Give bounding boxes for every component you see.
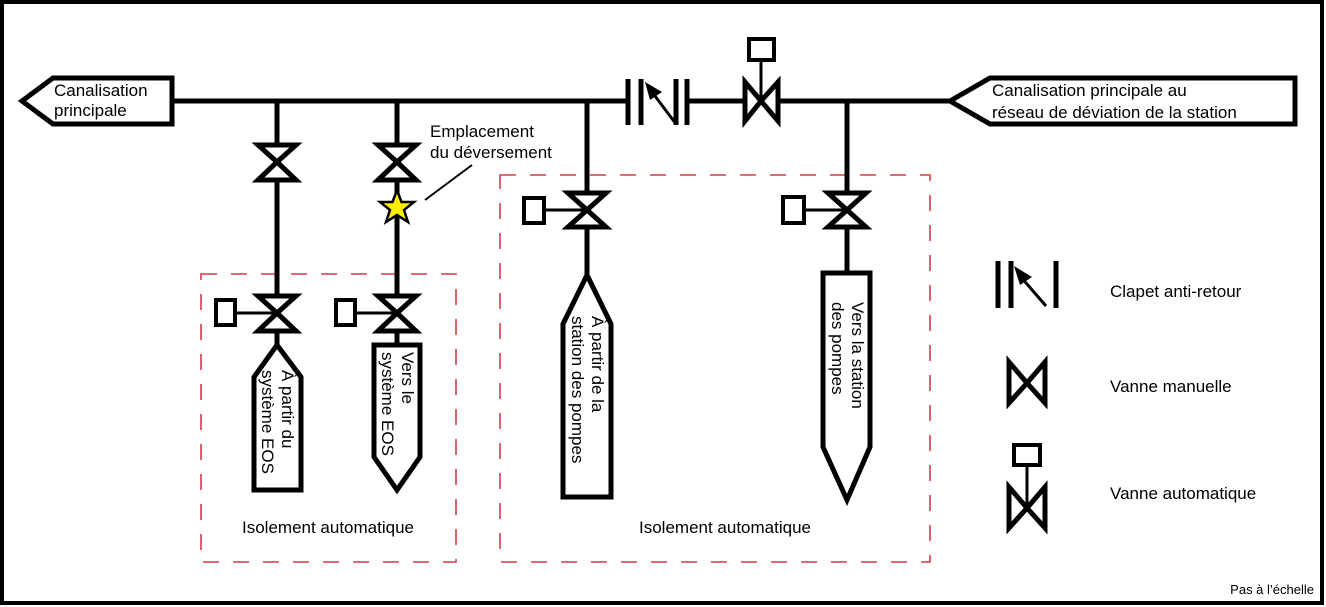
legend: Clapet anti-retour Vanne manuelle Vanne … <box>995 261 1256 535</box>
to-pumps-tag-line2: des pompes <box>828 302 847 395</box>
to-pumps-tag: Vers la station des pompes <box>820 270 873 507</box>
to-eos-tag-line2: système EOS <box>378 352 397 456</box>
main-pipe-left-tag-line2: principale <box>54 101 127 120</box>
from-eos-tag-line1: À partir du <box>278 370 297 448</box>
branch-2-automatic-valve-icon <box>334 293 423 334</box>
main-pipe-right-tag-line1: Canalisation principale au <box>992 81 1187 100</box>
check-valve-icon <box>625 79 690 125</box>
spill-location-line1: Emplacement <box>430 122 534 141</box>
from-eos-tag-line2: système EOS <box>258 370 277 474</box>
scale-note: Pas à l’échelle <box>1230 582 1314 597</box>
from-pumps-tag: À partir de la station des pompes <box>560 269 614 500</box>
legend-automatic-valve-label: Vanne automatique <box>1110 484 1256 503</box>
isolation-zone-1-label: Isolement automatique <box>242 518 414 537</box>
branch-4-automatic-valve-icon <box>781 190 873 230</box>
spill-star-icon <box>376 186 418 225</box>
legend-automatic-valve-icon <box>1006 443 1048 535</box>
legend-check-valve-label: Clapet anti-retour <box>1110 282 1242 301</box>
branch-3-automatic-valve-icon <box>522 190 613 230</box>
main-pipe-left-tag: Canalisation principale <box>17 75 175 127</box>
main-pipe-right-tag-line2: réseau de déviation de la station <box>992 103 1237 122</box>
branch-2-manual-valve-icon <box>371 142 423 183</box>
main-pipe-right-tag: Canalisation principale au réseau de dév… <box>944 75 1298 127</box>
from-eos-tag: À partir du système EOS <box>251 340 304 493</box>
legend-manual-valve-label: Vanne manuelle <box>1110 377 1232 396</box>
to-eos-tag: Vers le système EOS <box>371 342 423 495</box>
branch-1-manual-valve-icon <box>251 142 303 183</box>
isolation-zone-2 <box>499 174 931 563</box>
legend-check-valve-icon <box>995 261 1059 308</box>
isolation-zone-2-label: Isolement automatique <box>639 518 811 537</box>
isolation-zone-1 <box>200 273 457 563</box>
to-pumps-tag-line1: Vers la station <box>848 302 867 409</box>
from-pumps-tag-line1: À partir de la <box>588 316 607 413</box>
main-pipe-left-tag-line1: Canalisation <box>54 81 148 100</box>
spill-location-line2: du déversement <box>430 143 552 162</box>
main-automatic-valve-icon <box>742 37 781 129</box>
spill-leader-line <box>424 164 473 201</box>
branch-1-automatic-valve-icon <box>214 293 303 334</box>
from-pumps-tag-line2: station des pompes <box>568 316 587 463</box>
legend-manual-valve-icon <box>1006 355 1048 410</box>
to-eos-tag-line1: Vers le <box>398 352 417 404</box>
